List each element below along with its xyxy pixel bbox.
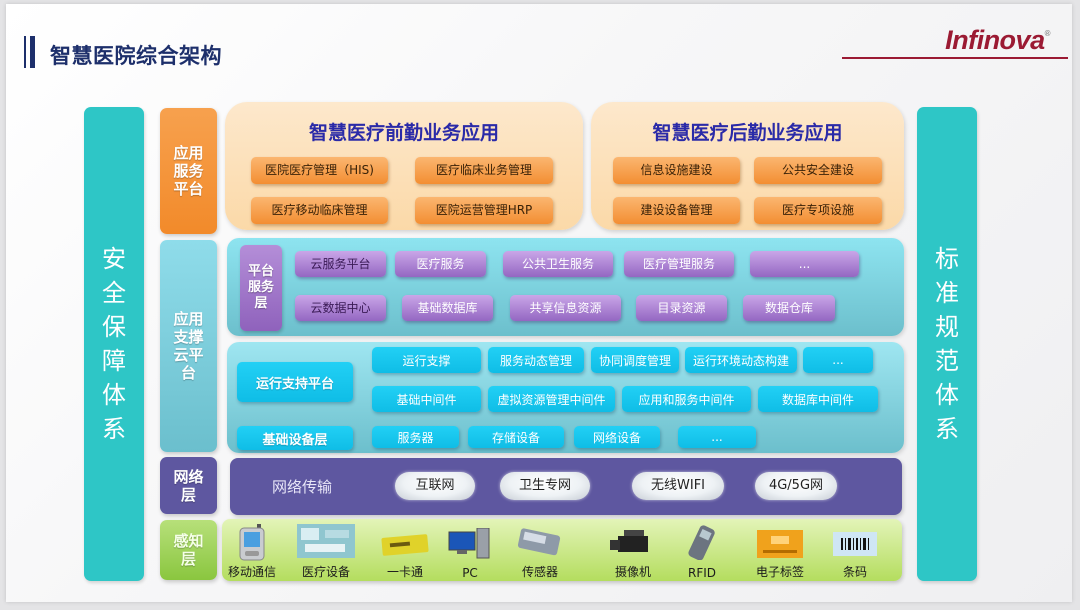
page-title: 智慧医院综合架构 <box>50 44 222 68</box>
device-label: 传感器 <box>521 565 558 579</box>
network-label: 互联网 <box>415 478 455 493</box>
medical-equipment-icon <box>297 524 355 558</box>
device-label: 条码 <box>842 565 867 579</box>
runtime-item: 运行支撑 <box>372 347 481 373</box>
logo-underline <box>842 57 1068 59</box>
device-rfid: RFID <box>667 522 737 580</box>
card-icon <box>381 534 429 556</box>
cloud-icon: 卫生专网 <box>500 465 590 500</box>
network-transport-title: 网络传输 <box>272 478 333 496</box>
runtime-item: 基础中间件 <box>372 386 481 412</box>
front-office-title: 智慧医疗前勤业务应用 <box>308 122 499 144</box>
registered-mark: ® <box>1044 29 1051 38</box>
infra-item: 存储设备 <box>468 426 564 448</box>
standards-system-pillar: 标准规范体系 <box>917 107 977 581</box>
title-accent-bars <box>24 36 40 68</box>
back-office-title: 智慧医疗后勤业务应用 <box>652 122 843 144</box>
mobile-phone-icon <box>239 524 265 561</box>
layer-label-text: 应用支撑云平台 <box>173 310 204 382</box>
barcode-icon <box>833 532 877 556</box>
logo-text: Infinova <box>945 25 1045 55</box>
app-item: 信息设施建设 <box>613 157 740 184</box>
device-label: 医疗设备 <box>301 565 350 579</box>
app-item: 建设设备管理 <box>613 197 740 224</box>
device-mobile: 移动通信 <box>217 522 287 580</box>
runtime-item: 应用和服务中间件 <box>622 386 751 412</box>
device-label: 电子标签 <box>755 565 804 579</box>
pc-icon <box>448 528 490 559</box>
camera-icon <box>610 530 648 552</box>
platform-item: 云服务平台 <box>295 251 386 277</box>
security-system-pillar: 安全保障体系 <box>84 107 144 581</box>
infra-item: 服务器 <box>372 426 459 448</box>
network-label: 4G/5G网 <box>768 478 824 493</box>
app-item: 医院医疗管理（HIS) <box>251 157 388 184</box>
app-item: 医疗专项设施 <box>754 197 882 224</box>
layer-label-network: 网络层 <box>160 457 217 514</box>
runtime-item: 服务动态管理 <box>488 347 584 373</box>
network-label: 卫生专网 <box>518 478 571 493</box>
pillar-label: 安全保障体系 <box>102 245 126 443</box>
cloud-icon: 无线WIFI <box>632 465 724 500</box>
layer-label-application: 应用服务平台 <box>160 108 217 234</box>
electronic-tag-icon <box>757 530 803 558</box>
device-label: 一卡通 <box>386 565 423 579</box>
runtime-item: 运行环境动态构建 <box>685 347 797 373</box>
platform-item: ... <box>750 251 859 277</box>
rfid-reader-icon <box>688 525 715 560</box>
cloud-icon: 4G/5G网 <box>755 465 837 500</box>
device-label: 移动通信 <box>227 565 276 579</box>
platform-services-label: 平台服务层 <box>240 245 282 331</box>
network-label: 无线WIFI <box>651 478 705 493</box>
infrastructure-layer-label: 基础设备层 <box>237 426 353 450</box>
layer-label-sensing: 感知层 <box>160 520 217 580</box>
platform-item: 目录资源 <box>636 295 727 321</box>
platform-item: 公共卫生服务 <box>503 251 613 277</box>
app-item: 公共安全建设 <box>754 157 882 184</box>
layer-label-support: 应用支撑云平台 <box>160 240 217 452</box>
app-item: 医疗临床业务管理 <box>415 157 553 184</box>
layer-label-text: 应用服务平台 <box>173 144 204 198</box>
layer-label-text: 感知层 <box>173 532 204 568</box>
device-label: 摄像机 <box>614 565 651 579</box>
platform-item: 医疗管理服务 <box>624 251 734 277</box>
infinova-logo: Infinova® <box>945 25 1050 56</box>
device-label: RFID <box>687 566 717 580</box>
runtime-platform-label: 运行支持平台 <box>237 362 353 402</box>
platform-item: 数据仓库 <box>743 295 835 321</box>
platform-item: 云数据中心 <box>295 295 386 321</box>
back-office-apps-panel: 智慧医疗后勤业务应用 信息设施建设 公共安全建设 建设设备管理 医疗专项设施 <box>591 102 904 230</box>
app-item: 医院运营管理HRP <box>415 197 553 224</box>
platform-item: 共享信息资源 <box>510 295 621 321</box>
runtime-item: 虚拟资源管理中间件 <box>488 386 615 412</box>
device-barcode: 条码 <box>820 522 890 580</box>
front-office-apps-panel: 智慧医疗前勤业务应用 医院医疗管理（HIS) 医疗临床业务管理 医疗移动临床管理… <box>225 102 583 230</box>
app-item: 医疗移动临床管理 <box>251 197 388 224</box>
device-label: PC <box>462 566 478 580</box>
device-sensor: 传感器 <box>505 522 575 580</box>
device-camera: 摄像机 <box>598 522 668 580</box>
device-medical-equipment: 医疗设备 <box>290 522 362 580</box>
runtime-item: 协同调度管理 <box>591 347 679 373</box>
pillar-label: 标准规范体系 <box>935 245 959 443</box>
infra-item: 网络设备 <box>574 426 660 448</box>
cloud-icon: 互联网 <box>395 465 475 500</box>
runtime-item: ... <box>803 347 873 373</box>
infra-item: ... <box>678 426 756 448</box>
layer-label-text: 网络层 <box>173 467 204 504</box>
platform-label-text: 平台服务层 <box>247 264 274 311</box>
device-pc: PC <box>435 522 505 580</box>
device-electronic-tag: 电子标签 <box>745 522 815 580</box>
sensor-icon <box>517 528 561 556</box>
device-card: 一卡通 <box>370 522 440 580</box>
runtime-item: 数据库中间件 <box>758 386 878 412</box>
platform-item: 医疗服务 <box>395 251 486 277</box>
platform-item: 基础数据库 <box>402 295 493 321</box>
